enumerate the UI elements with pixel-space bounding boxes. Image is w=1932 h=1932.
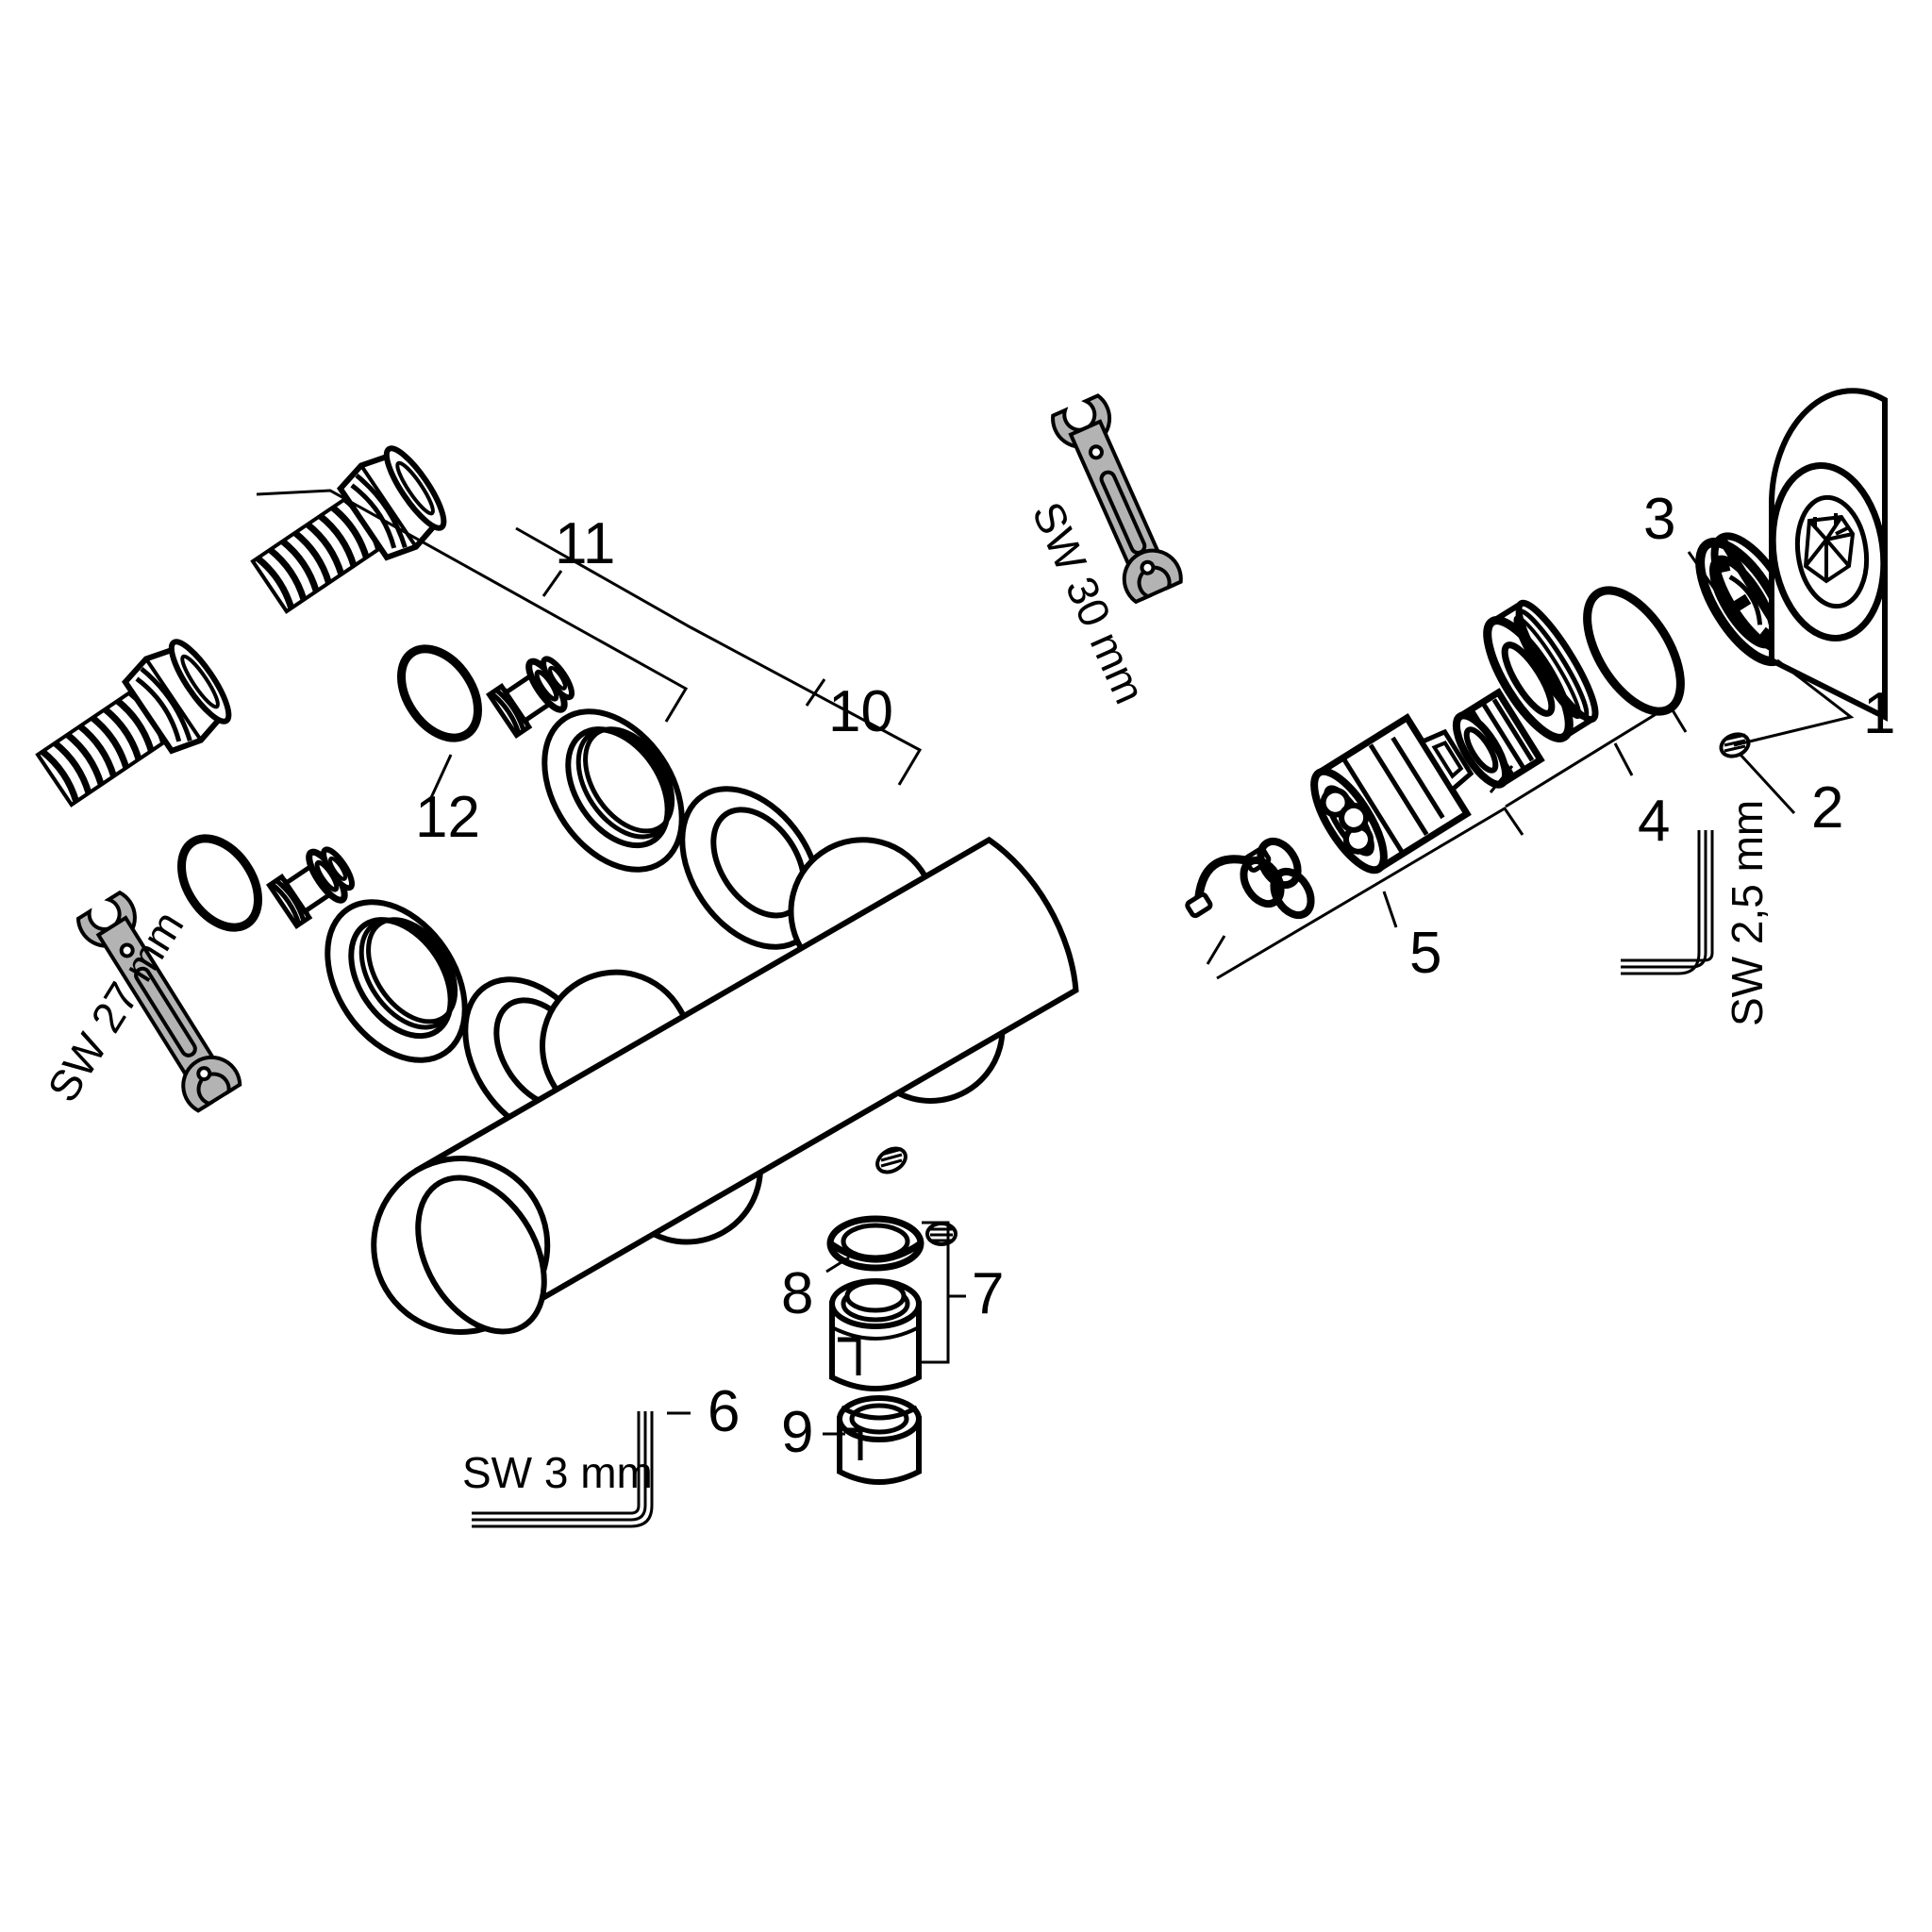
comp-flat-oring <box>1583 586 1685 716</box>
callout-number-7: 7 <box>972 1261 1005 1326</box>
comp-handle <box>1768 388 1888 722</box>
comp-grub-screw-outlet <box>925 1222 958 1246</box>
comp-inlet-union-left <box>35 639 232 808</box>
comp-aerator-seal <box>826 1215 924 1272</box>
leader-lines <box>256 489 1855 1436</box>
comp-inlet-union-right <box>250 445 447 614</box>
comp-oring-left <box>177 834 262 932</box>
callout-number-3: 3 <box>1643 487 1676 552</box>
comp-filter-check-right <box>485 656 575 740</box>
comp-oring-right <box>397 644 482 742</box>
tool-label-sw-2-5: SW 2,5 mm <box>1723 799 1772 1026</box>
callout-number-5: 5 <box>1409 921 1442 986</box>
callout-number-10: 10 <box>828 679 893 744</box>
comp-thermo-cartridge <box>1310 713 1474 874</box>
callout-number-8: 8 <box>781 1261 814 1326</box>
comp-grub-screw-body <box>875 1146 908 1174</box>
callout-number-12: 12 <box>415 785 480 850</box>
tool-label-sw-3: SW 3 mm <box>462 1448 653 1497</box>
comp-aerator-housing <box>829 1278 922 1391</box>
comp-escutcheon-a-right <box>541 708 685 873</box>
comp-bush-ring <box>1483 599 1599 742</box>
comp-lock-ring <box>1452 688 1545 789</box>
comp-oring-pair <box>1240 837 1315 920</box>
callout-number-9: 9 <box>781 1400 814 1465</box>
callout-number-1: 1 <box>1863 681 1896 746</box>
sw-27-wrench-icon <box>75 890 242 1113</box>
sw-30-wrench-icon <box>1051 393 1183 605</box>
callout-number-6: 6 <box>708 1379 741 1444</box>
comp-escutcheon-a-left <box>325 899 468 1063</box>
sw-3-hex-key-icon <box>472 1411 654 1528</box>
comp-filter-check-left <box>265 846 356 930</box>
callout-number-2: 2 <box>1811 775 1844 841</box>
comp-body <box>371 836 1079 1335</box>
sw-2-5-hex-key-icon <box>1621 830 1714 975</box>
callout-number-11: 11 <box>555 511 616 576</box>
comp-outlet-collar <box>837 1395 922 1485</box>
callout-number-4: 4 <box>1638 789 1671 854</box>
